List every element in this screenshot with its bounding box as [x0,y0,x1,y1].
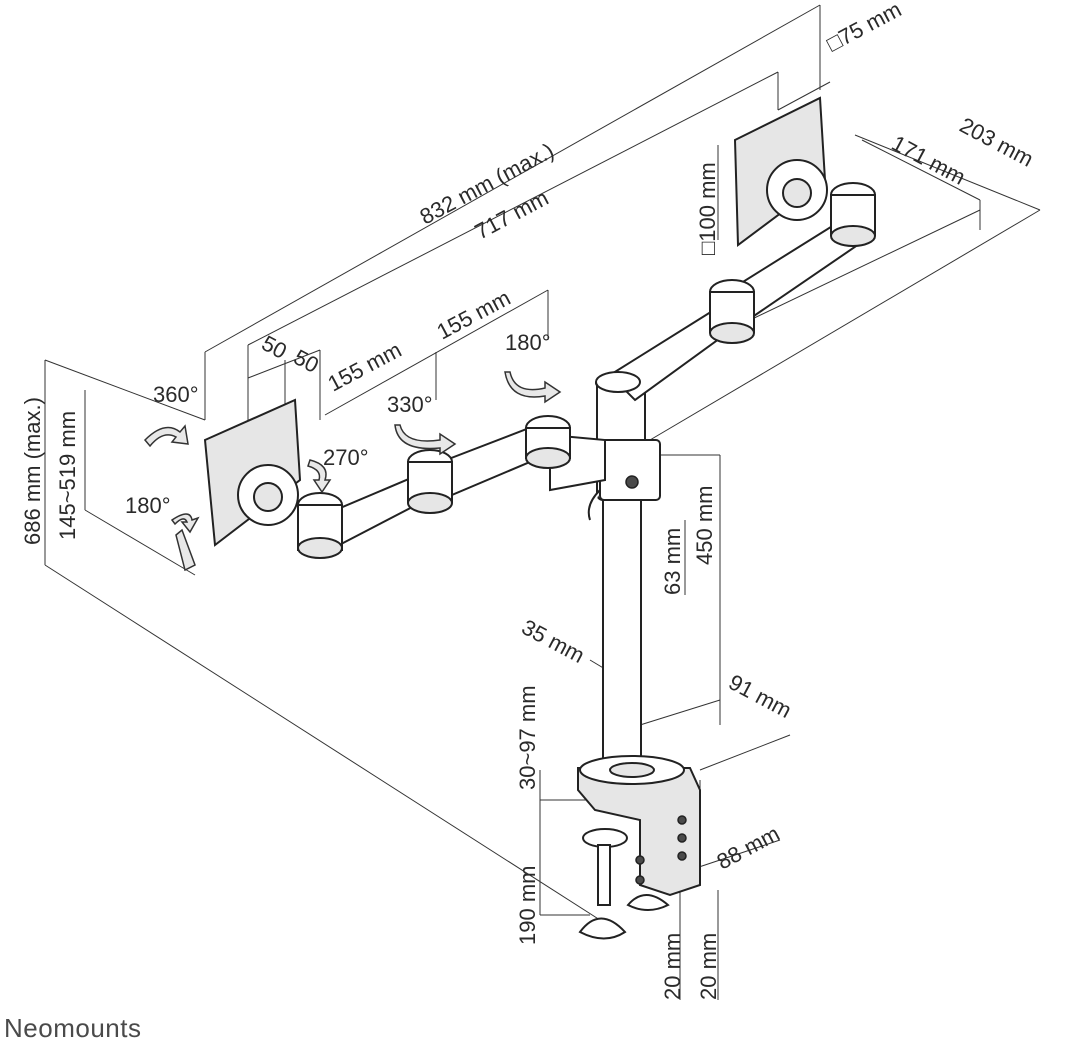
rotate-330-arrow [394,424,457,456]
pole [602,489,642,781]
foot-20-a-label: 20 mm [660,933,685,1000]
height-max-label: 686 mm (max.) [20,397,45,545]
arm-155-a-label: 155 mm [324,337,406,396]
rotate-330-label: 330° [387,392,433,417]
base-88-label: 88 mm [713,821,784,875]
vesa-100-label: □100 mm [695,162,720,255]
rotate-360-label: 360° [153,382,199,407]
dimension-labels: □75 mm 203 mm 171 mm 832 mm (max.) 717 m… [20,0,1038,1000]
height-range-label: 145~519 mm [55,411,80,540]
clamp-foot [578,917,627,940]
height-450-label: 450 mm [692,486,717,565]
tilt-180-arrow [170,513,200,534]
vesa-75-label: □75 mm [823,0,906,56]
tilt-180-label: 180° [125,493,171,518]
width-203-label: 203 mm [956,112,1038,171]
dimension-lines [44,4,1041,1000]
clamp-190-label: 190 mm [515,866,540,945]
rotate-180-top-label: 180° [505,330,551,355]
rotate-360-arrow [143,424,189,448]
rotate-180-top-arrow [504,371,562,404]
offset-50-b-label: 50 [290,344,323,378]
base-91-label: 91 mm [725,669,796,723]
brand-logo: Neomounts [4,1013,141,1041]
width-171-label: 171 mm [888,130,970,189]
mount-hardware [203,96,876,940]
arm-155-b-label: 155 mm [433,285,515,344]
foot-20-b-label: 20 mm [696,933,721,1000]
clamp-30-97-label: 30~97 mm [515,685,540,790]
desk-clamp [577,767,701,897]
offset-50-a-label: 50 [258,330,291,364]
rotate-270-label: 270° [323,445,369,470]
pole-35-label: 35 mm [518,614,589,668]
rotation-arrows [143,371,562,572]
rotate-270-arrow [307,459,332,494]
height-63-label: 63 mm [660,528,685,595]
pole-collar [599,439,661,501]
